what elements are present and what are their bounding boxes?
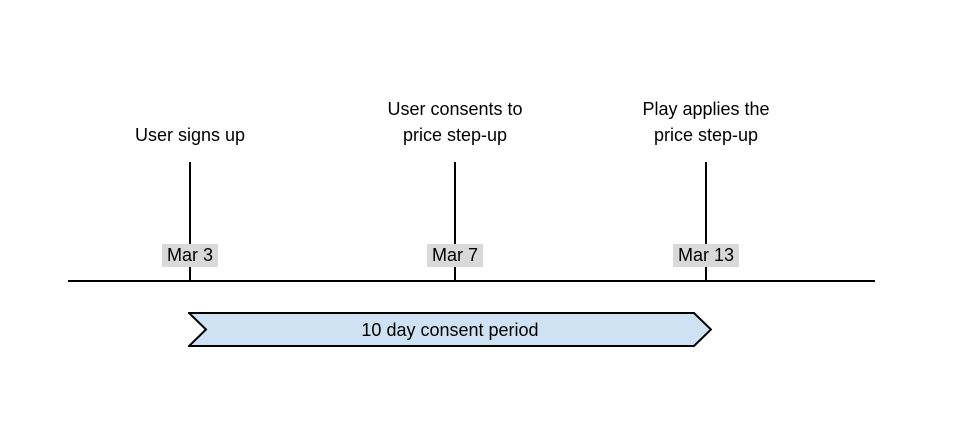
chevron-ribbon-shape: [188, 312, 712, 347]
event-label-line: User signs up: [134, 125, 246, 145]
event-label-line: Play applies the: [642, 99, 770, 119]
event-label-line: price step-up: [653, 125, 759, 145]
event-label: Play applies the price step-up: [642, 96, 769, 148]
event-date-chip: Mar 3: [161, 244, 219, 267]
event-date-chip: Mar 7: [426, 244, 484, 267]
event-label: User consents to price step-up: [387, 96, 522, 148]
timeline-axis: [68, 280, 875, 282]
event-label-line: User consents to: [387, 99, 523, 119]
event-date-chip: Mar 13: [672, 244, 740, 267]
consent-period-label: 10 day consent period: [361, 319, 539, 340]
event-tick-line: [454, 162, 456, 281]
event-tick-line: [189, 162, 191, 281]
event-tick-line: [705, 162, 707, 281]
event-label-line: price step-up: [402, 125, 508, 145]
event-label: User signs up: [135, 122, 245, 148]
consent-period-banner: 10 day consent period: [188, 312, 712, 347]
